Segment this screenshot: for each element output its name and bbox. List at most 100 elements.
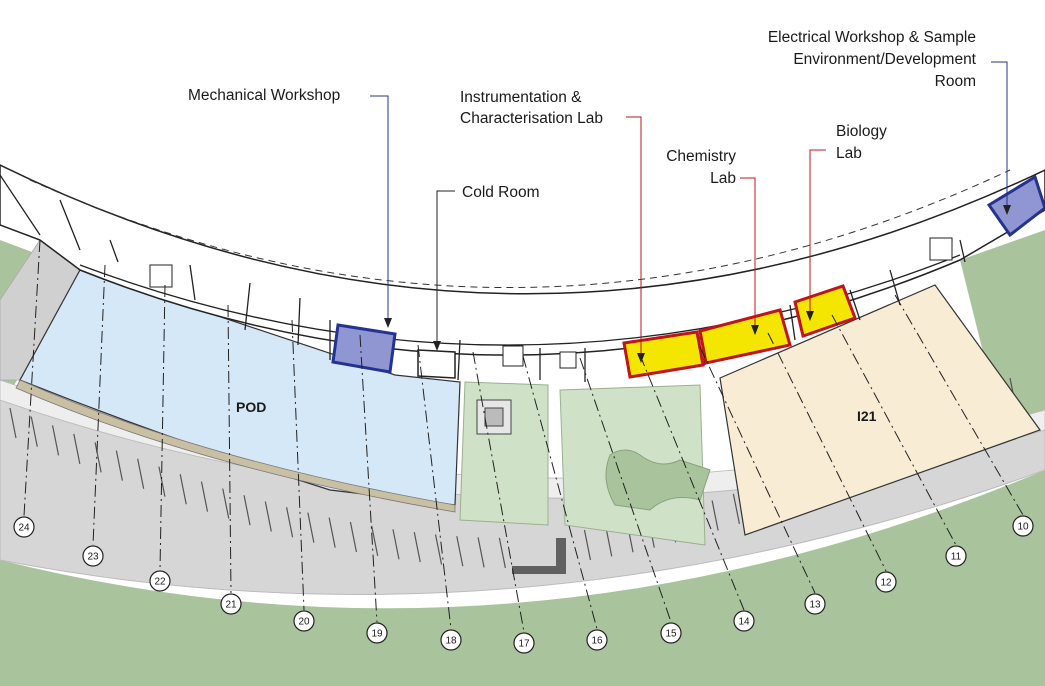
grid-marker-circle-18 xyxy=(440,629,462,651)
label-electrical-workshop-line1: Electrical Workshop & Sample xyxy=(768,29,976,46)
parking-bay-line xyxy=(222,488,230,519)
leader-mechanical-workshop xyxy=(370,95,389,325)
parking-bay-line xyxy=(477,537,485,568)
grid-line-21 xyxy=(227,304,232,594)
electrical-workshop-room[interactable] xyxy=(986,174,1045,238)
parking-bay-line xyxy=(732,493,740,524)
parking-bay-line xyxy=(498,537,506,569)
grid-marker-label-14: 14 xyxy=(738,617,750,628)
grid-line-22 xyxy=(159,284,166,571)
label-mechanical-workshop: Mechanical Workshop xyxy=(188,87,340,104)
grid-marker-circle-22 xyxy=(149,570,171,592)
grid-line-10 xyxy=(894,294,1024,516)
grid-line-12 xyxy=(767,332,887,572)
courtyard-feature xyxy=(605,449,711,511)
label-biology-lab-line1: Biology xyxy=(836,123,887,140)
room-partition xyxy=(59,199,81,251)
grid-line-19 xyxy=(359,334,378,623)
grid-marker-label-11: 11 xyxy=(951,552,962,563)
grid-marker-circle-21 xyxy=(220,593,242,615)
label-electrical-workshop-line3: Room xyxy=(935,73,976,90)
parking-bay-line xyxy=(328,517,336,548)
grid-marker-label-22: 22 xyxy=(154,577,166,588)
grid-marker-circle-15 xyxy=(660,622,682,644)
room-partition xyxy=(244,282,251,331)
leader-chemistry-lab xyxy=(740,177,756,332)
grid-line-16 xyxy=(522,355,598,630)
grid-line-23 xyxy=(92,264,106,546)
stair-mid xyxy=(502,345,524,367)
room-partition xyxy=(849,289,861,321)
grid-marker-circle-19 xyxy=(366,622,388,644)
arrow-cold-room xyxy=(433,341,441,351)
grid-marker-circle-12 xyxy=(875,571,897,593)
parking-bay-line xyxy=(456,536,464,567)
grid-marker-circle-20 xyxy=(293,610,315,632)
parking-bay-line xyxy=(115,450,123,481)
arrow-instrumentation-lab xyxy=(637,353,645,363)
instrumentation-lab-room[interactable] xyxy=(622,330,705,379)
courtyard-plinth-inner xyxy=(484,407,504,427)
grid-marker-circle-14 xyxy=(733,610,755,632)
lift-mid xyxy=(559,351,577,369)
grid-marker-circle-23 xyxy=(82,545,104,567)
cold-room[interactable] xyxy=(417,349,456,379)
parking-bay-line xyxy=(30,416,38,447)
label-instrumentation-lab-line2: Characterisation Lab xyxy=(460,110,603,127)
grid-marker-label-20: 20 xyxy=(298,617,310,628)
parking-bay-line xyxy=(286,507,294,538)
grid-line-14 xyxy=(639,354,745,611)
grid-marker-circle-17 xyxy=(513,632,535,654)
label-chemistry-lab-line2: Lab xyxy=(710,170,736,187)
grid-marker-circle-13 xyxy=(804,593,826,615)
parking-bay-line xyxy=(711,500,719,531)
chemistry-lab-room[interactable] xyxy=(698,308,792,365)
parking-bay-line xyxy=(434,534,443,565)
grid-marker-circle-24 xyxy=(13,516,35,538)
label-chemistry-lab-line1: Chemistry xyxy=(666,148,736,165)
room-partition xyxy=(189,264,196,301)
grid-marker-label-18: 18 xyxy=(445,636,457,647)
grid-marker-label-13: 13 xyxy=(809,600,821,611)
grid-marker-label-24: 24 xyxy=(18,523,30,534)
zone-label-pod: POD xyxy=(236,399,266,415)
room-partitions xyxy=(0,174,966,382)
ring-dashed-line xyxy=(29,169,1011,289)
grid-line-15 xyxy=(579,357,672,623)
grid-marker-circle-10 xyxy=(1012,515,1034,537)
parking-bay-line xyxy=(349,521,358,553)
room-partition xyxy=(959,239,966,263)
parking-bay-line xyxy=(9,407,17,439)
grid-lines xyxy=(23,239,1024,633)
grid-marker-circle-16 xyxy=(586,629,608,651)
hatched-path xyxy=(512,538,566,574)
grid-marker-label-17: 17 xyxy=(518,639,530,650)
parking-bay-line xyxy=(243,495,251,526)
leader-electrical-workshop xyxy=(991,61,1008,212)
room-partition xyxy=(297,297,301,346)
grid-line-17 xyxy=(472,351,525,633)
stair-right xyxy=(929,237,953,261)
grid-marker-label-12: 12 xyxy=(880,578,892,589)
room-partition xyxy=(889,269,901,306)
i21-hall xyxy=(719,284,1041,536)
grid-marker-label-10: 10 xyxy=(1017,522,1029,533)
building-ring xyxy=(0,164,1045,356)
grid-marker-label-16: 16 xyxy=(591,636,603,647)
arrow-electrical-workshop xyxy=(1003,205,1011,215)
zone-label-i21: I21 xyxy=(857,408,877,424)
arrow-mechanical-workshop xyxy=(384,318,392,328)
grass-area xyxy=(0,230,1045,686)
parking-bay-line xyxy=(264,501,272,532)
parking-bay-line xyxy=(413,532,421,563)
leader-biology-lab xyxy=(809,149,826,318)
parking-bay-line xyxy=(51,425,60,456)
parking-bay-line xyxy=(583,529,592,561)
label-instrumentation-lab-line1: Instrumentation & xyxy=(460,89,582,106)
mechanical-workshop-room[interactable] xyxy=(331,323,397,374)
parking-bay-line xyxy=(307,512,315,543)
label-electrical-workshop-line2: Environment/Development xyxy=(793,51,976,68)
parking-bay-line xyxy=(73,433,81,465)
